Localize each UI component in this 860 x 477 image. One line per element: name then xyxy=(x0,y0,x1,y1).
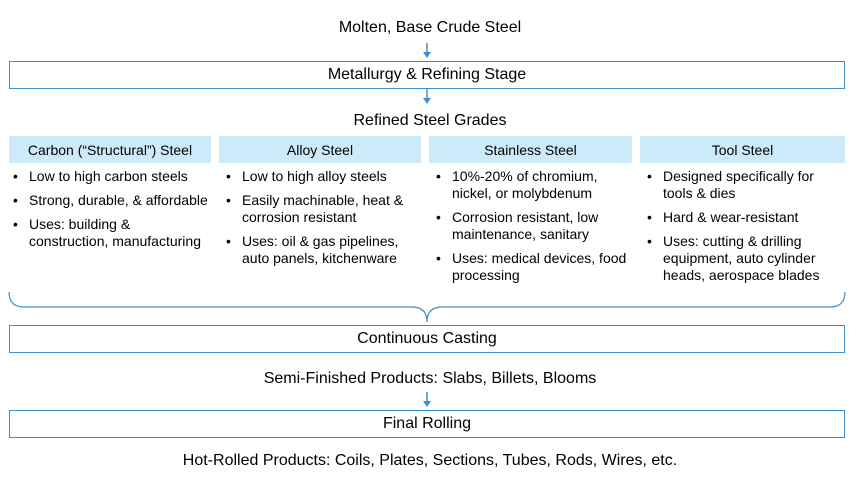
list-item: Designed specifically for tools & dies xyxy=(643,168,843,202)
list-item: Hard & wear-resistant xyxy=(643,209,843,226)
grade-list-tool: Designed specifically for tools & dies H… xyxy=(643,168,843,291)
list-item: Low to high carbon steels xyxy=(9,168,211,185)
refining-stage-box: Metallurgy & Refining Stage xyxy=(9,61,845,89)
top-label: Molten, Base Crude Steel xyxy=(338,19,522,36)
arrow-down-icon xyxy=(423,43,431,58)
list-item: Strong, durable, & affordable xyxy=(9,192,211,209)
casting-stage-box: Continuous Casting xyxy=(9,325,845,353)
grades-heading: Refined Steel Grades xyxy=(353,112,507,129)
hot-rolled-label: Hot-Rolled Products: Coils, Plates, Sect… xyxy=(182,452,678,469)
grade-header-stainless: Stainless Steel xyxy=(429,136,632,163)
list-item: Low to high alloy steels xyxy=(222,168,412,185)
grade-list-carbon: Low to high carbon steels Strong, durabl… xyxy=(9,168,211,257)
arrow-down-icon xyxy=(423,392,431,407)
grade-header-alloy: Alloy Steel xyxy=(219,136,421,163)
list-item: 10%-20% of chromium, nickel, or molybden… xyxy=(432,168,632,202)
semi-finished-label: Semi-Finished Products: Slabs, Billets, … xyxy=(263,370,597,387)
list-item: Corrosion resistant, low maintenance, sa… xyxy=(432,209,632,243)
arrow-down-icon xyxy=(423,89,431,104)
list-item: Easily machinable, heat & corrosion resi… xyxy=(222,192,412,226)
grade-list-stainless: 10%-20% of chromium, nickel, or molybden… xyxy=(432,168,632,291)
grades-brace xyxy=(8,291,846,323)
grade-header-tool: Tool Steel xyxy=(640,136,845,163)
rolling-stage-box: Final Rolling xyxy=(9,410,845,438)
grade-header-carbon: Carbon (“Structural”) Steel xyxy=(9,136,211,163)
list-item: Uses: cutting & drilling equipment, auto… xyxy=(643,233,843,284)
list-item: Uses: medical devices, food processing xyxy=(432,250,632,284)
grade-list-alloy: Low to high alloy steels Easily machinab… xyxy=(222,168,412,274)
list-item: Uses: building & construction, manufactu… xyxy=(9,216,211,250)
list-item: Uses: oil & gas pipelines, auto panels, … xyxy=(222,233,412,267)
